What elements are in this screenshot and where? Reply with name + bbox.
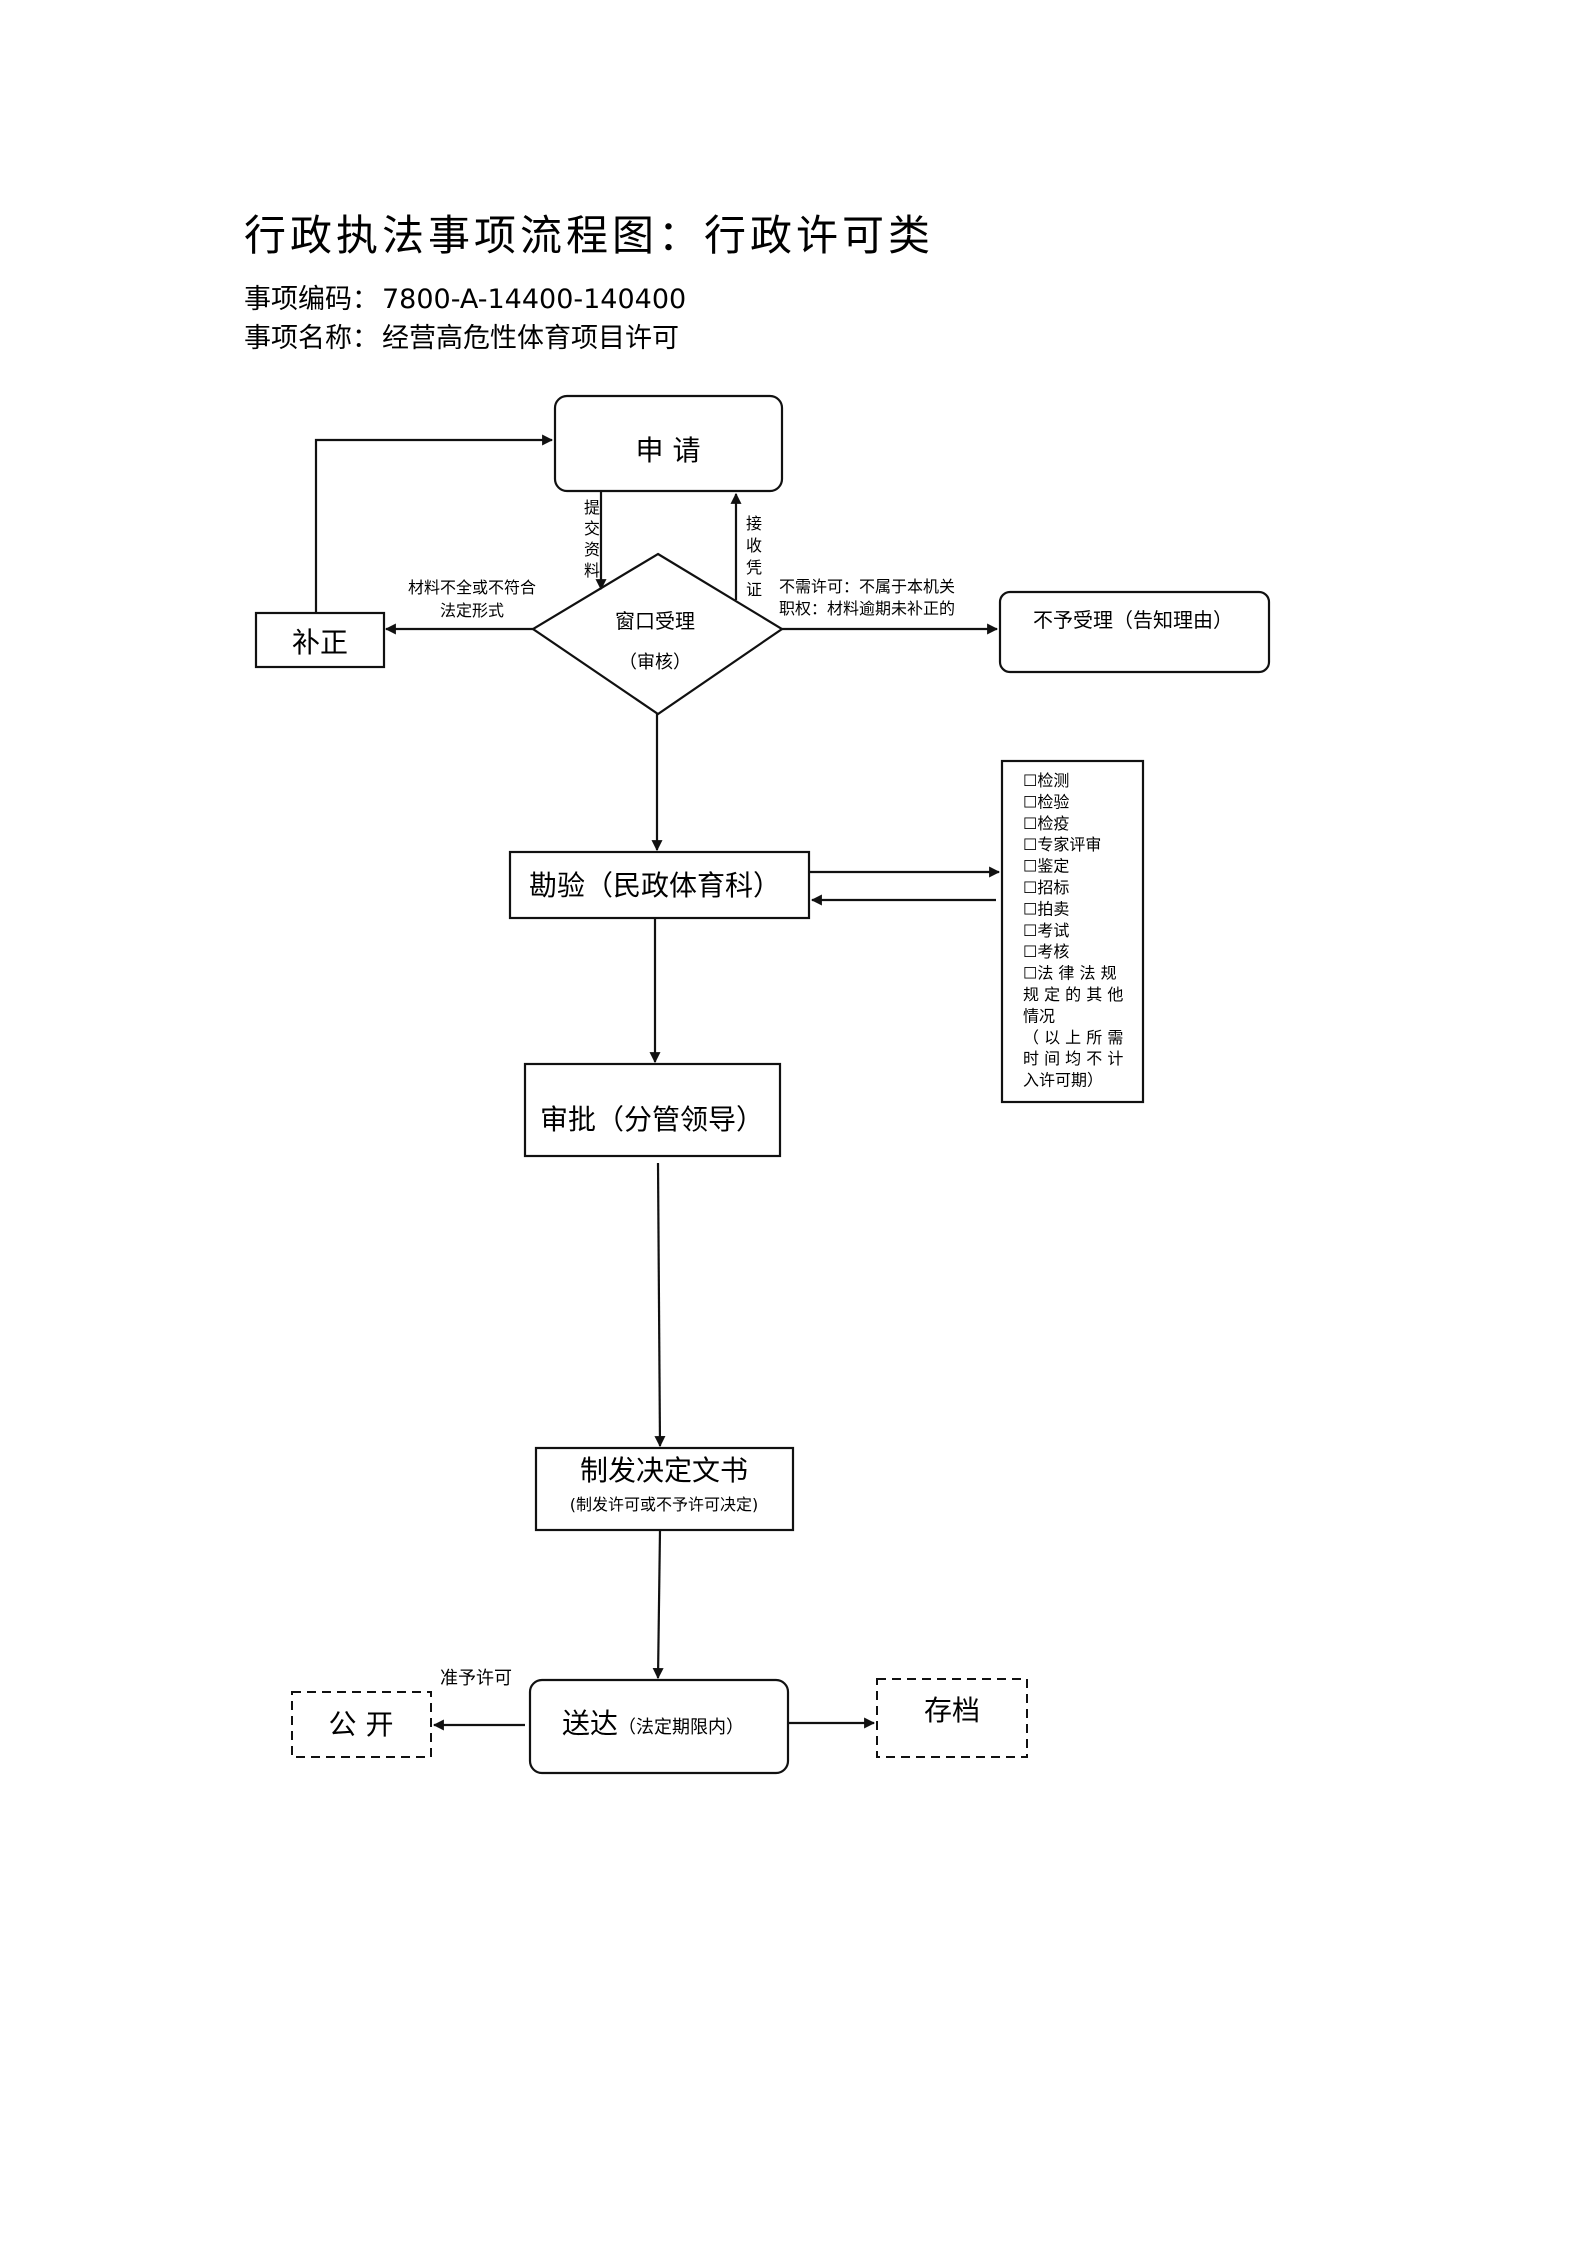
checklist-box — [1000, 759, 1145, 1104]
checklist-item: 情况 — [1023, 1006, 1055, 1025]
inspect-node — [508, 850, 811, 920]
edge-to-decision — [654, 1162, 666, 1448]
deliver-label: 送达（法定期限内） — [562, 1707, 744, 1740]
svg-text:凭: 凭 — [746, 558, 762, 577]
checklist-item: ☐考试 — [1023, 921, 1069, 940]
window-accept-node — [530, 552, 785, 716]
approve-node — [523, 1062, 782, 1158]
checklist-item: 时 间 均 不 计 — [1023, 1049, 1123, 1068]
checklist-item: ☐检验 — [1023, 792, 1069, 811]
approve-label: 审批（分管领导） — [540, 1103, 764, 1136]
checklist-item: ☐专家评审 — [1023, 835, 1101, 854]
item-name-label: 事项名称： — [244, 323, 379, 354]
edge-label-incomplete-1: 材料不全或不符合 — [408, 578, 536, 597]
item-name-value: 经营高危性体育项目许可 — [382, 323, 679, 354]
edge-resubmit — [314, 434, 554, 613]
edge-label-incomplete-2: 法定形式 — [440, 601, 504, 620]
item-code-value: 7800-A-14400-140400 — [382, 284, 686, 315]
reject-label: 不予受理（告知理由） — [1033, 608, 1233, 632]
svg-text:料: 料 — [584, 561, 600, 580]
edge-label-reject-1: 不需许可：不属于本机关 — [779, 577, 955, 596]
deliver-node — [528, 1678, 790, 1775]
window-accept-sublabel: （审核） — [619, 652, 691, 673]
svg-text:接: 接 — [746, 514, 762, 533]
decision-node — [534, 1446, 795, 1532]
apply-node — [553, 394, 784, 493]
svg-text:资: 资 — [584, 540, 600, 559]
publish-label: 公 开 — [329, 1708, 394, 1741]
edge-label-submit: 提 交 资 料 — [584, 498, 600, 580]
reject-node — [998, 590, 1271, 674]
edge-label-receipt: 接 收 凭 证 — [746, 514, 762, 599]
svg-text:证: 证 — [746, 580, 762, 599]
archive-node — [876, 1678, 1028, 1758]
page-title: 行政执法事项流程图：行政许可类 — [244, 211, 934, 260]
apply-label: 申 请 — [636, 434, 701, 467]
edge-to-deliver — [652, 1529, 664, 1680]
archive-label: 存档 — [924, 1694, 980, 1727]
supplement-node — [254, 611, 386, 669]
deliver-main: 送达 — [562, 1707, 618, 1740]
checklist-item: 规 定 的 其 他 — [1023, 985, 1123, 1004]
checklist-item: ☐检疫 — [1023, 814, 1069, 833]
checklist-item: （ 以 上 所 需 — [1023, 1028, 1123, 1047]
edge-label-grant: 准予许可 — [440, 1668, 512, 1689]
decision-label: 制发决定文书 — [580, 1454, 748, 1487]
checklist-item: ☐招标 — [1023, 878, 1069, 897]
svg-text:收: 收 — [746, 536, 762, 555]
window-accept-label: 窗口受理 — [615, 609, 695, 633]
svg-text:交: 交 — [584, 519, 600, 538]
edge-label-reject-2: 职权：材料逾期未补正的 — [779, 599, 955, 618]
supplement-label: 补正 — [292, 626, 348, 659]
deliver-sub: （法定期限内） — [618, 1717, 744, 1738]
inspect-label: 勘验（民政体育科） — [529, 869, 781, 902]
decision-sublabel: (制发许可或不予许可决定) — [570, 1495, 759, 1514]
checklist-item: 入许可期） — [1023, 1071, 1103, 1090]
checklist-item: ☐法 律 法 规 — [1023, 964, 1117, 983]
publish-node — [291, 1691, 432, 1758]
checklist-item: ☐检测 — [1023, 771, 1069, 790]
checklist: ☐检测 ☐检验 ☐检疫 ☐专家评审 ☐鉴定 ☐招标 ☐拍卖 ☐考试 ☐考核 ☐法 律 法 规规 定… — [1023, 771, 1123, 1090]
checklist-item: ☐拍卖 — [1023, 899, 1069, 918]
checklist-item: ☐考核 — [1023, 942, 1069, 961]
svg-text:提: 提 — [584, 498, 600, 517]
item-code-label: 事项编码： — [244, 284, 379, 315]
checklist-item: ☐鉴定 — [1023, 857, 1069, 876]
